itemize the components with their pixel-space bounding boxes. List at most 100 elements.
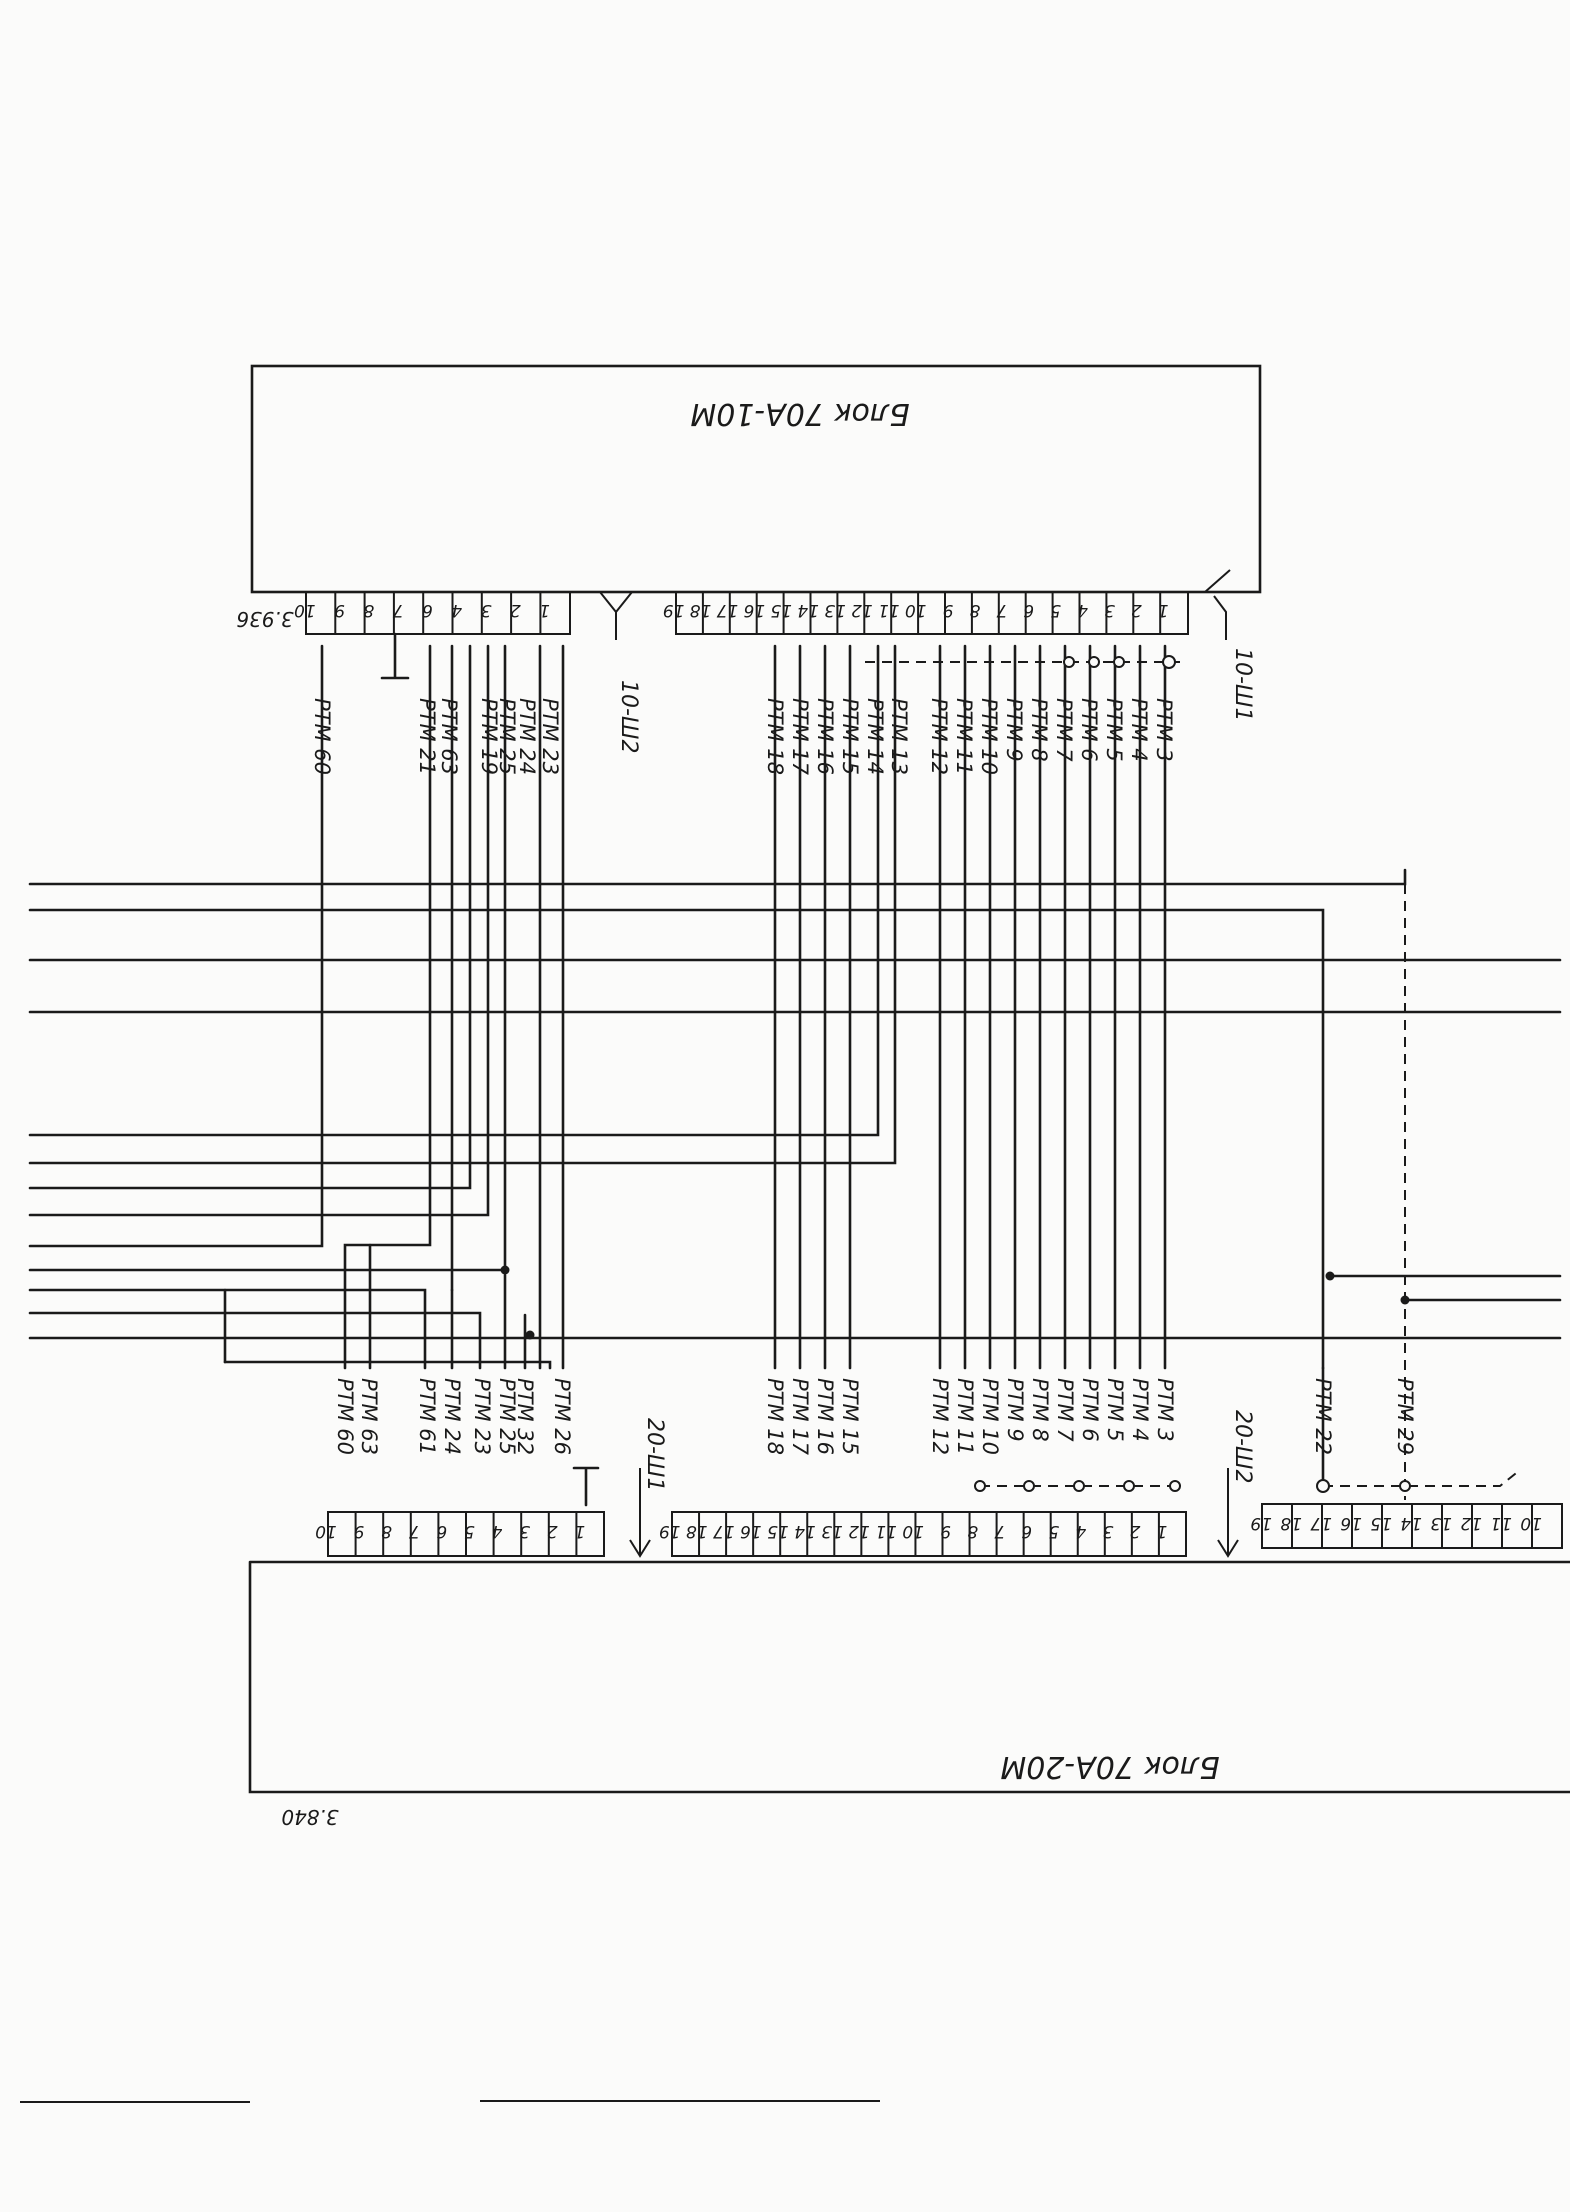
pin-number: 9: [354, 1521, 365, 1541]
pin-number: 18: [1280, 1513, 1302, 1533]
pin-number: 6: [422, 600, 433, 620]
signal-label: РТМ 24: [515, 698, 539, 775]
pin-number: 17: [713, 1521, 735, 1541]
pin-number: 3: [519, 1521, 530, 1541]
pin-number: 4: [451, 600, 462, 620]
pin-number: 2: [1130, 1521, 1141, 1541]
pin-number: 16: [743, 600, 765, 620]
pin-number: 1: [539, 600, 550, 620]
bottom-shield-chain: [974, 1469, 1521, 1493]
pin-number: 10: [905, 600, 927, 620]
signal-label: РТМ 5: [1103, 1378, 1127, 1442]
pin-number: 18: [690, 600, 712, 620]
signal-label: РТМ 9: [1003, 1378, 1027, 1442]
pin-number: 5: [1050, 600, 1061, 620]
pin-number: 7: [994, 1521, 1005, 1541]
top-block-code: 3.936: [236, 607, 293, 631]
pin-number: 2: [547, 1521, 558, 1541]
top-block-title: Блок 70А-10М: [690, 396, 909, 431]
pin-number: 15: [770, 600, 792, 620]
pin-number: 14: [1400, 1513, 1422, 1533]
pin-number: 4: [1075, 1521, 1086, 1541]
connector-10-sh1: [675, 591, 1189, 635]
pin-number: 3: [1102, 1521, 1113, 1541]
connector-label-20-sh1: 20-Ш1: [642, 1418, 667, 1491]
bottom-block-code: 3.840: [281, 1805, 338, 1829]
signal-label: РТМ 11: [953, 1378, 977, 1455]
pin-number: 8: [969, 600, 980, 620]
pin-number: 3: [1104, 600, 1115, 620]
pin-number: 12: [1460, 1513, 1482, 1533]
pin-number: 11: [878, 600, 900, 620]
signal-label: РТМ 21: [415, 698, 439, 775]
pin-number: 13: [821, 1521, 843, 1541]
signal-label: РТМ 63: [437, 698, 461, 775]
pin-number: 18: [686, 1521, 708, 1541]
pin-number: 9: [940, 1521, 951, 1541]
signal-label: РТМ 25: [495, 698, 519, 775]
signal-label: РТМ 61: [415, 1378, 439, 1455]
pin-number: 1: [1158, 600, 1169, 620]
signal-label: РТМ 29: [1393, 1378, 1417, 1455]
pin-number: 7: [996, 600, 1007, 620]
pin-number: 13: [824, 600, 846, 620]
pin-number: 11: [1490, 1513, 1512, 1533]
connector-label-10-sh2: 10-Ш2: [616, 680, 641, 753]
pin-number: 19: [663, 600, 685, 620]
pin-number: 3: [481, 600, 492, 620]
signal-label: РТМ 32: [513, 1378, 537, 1455]
signal-label: РТМ 12: [928, 1378, 952, 1455]
pin-number: 9: [943, 600, 954, 620]
pin-number: 17: [1310, 1513, 1332, 1533]
pin-number: 11: [875, 1521, 897, 1541]
pin-number: 16: [1340, 1513, 1362, 1533]
pin-number: 2: [510, 600, 521, 620]
signal-label: РТМ 10: [978, 1378, 1002, 1455]
pin-number: 19: [659, 1521, 681, 1541]
bottom-block-title: Блок 70А-20М: [1000, 1749, 1219, 1784]
pin-number: 7: [393, 600, 404, 620]
signal-label: РТМ 17: [788, 1378, 812, 1456]
pin-number: 8: [381, 1521, 392, 1541]
signal-label: РТМ 13: [887, 698, 911, 775]
signal-label: РТМ 4: [1128, 1378, 1152, 1442]
signal-label: РТМ 23: [538, 698, 562, 775]
bottom-block: Блок 70А-20М: [248, 1560, 1570, 1794]
signal-label: РТМ 24: [440, 1378, 464, 1455]
signal-label: РТМ 16: [813, 1378, 837, 1455]
pin-number: 1: [574, 1521, 585, 1541]
pin-number: 4: [492, 1521, 503, 1541]
pin-number: 9: [334, 600, 345, 620]
signal-label: РТМ 14: [863, 698, 887, 775]
pin-number: 6: [1021, 1521, 1032, 1541]
pin-number: 5: [464, 1521, 475, 1541]
signal-label: РТМ 18: [763, 1378, 787, 1455]
pin-number: 7: [409, 1521, 420, 1541]
signal-label: РТМ 15: [838, 1378, 862, 1455]
top-block: Блок 70А-10М: [250, 364, 1262, 594]
pin-number: 14: [794, 1521, 816, 1541]
pin-number: 2: [1131, 600, 1142, 620]
signal-label: РТМ 3: [1153, 1378, 1177, 1442]
signal-label: РТМ 6: [1078, 1378, 1102, 1442]
connector-20-sh1-mid-strip: [671, 1511, 1187, 1557]
connector-10-sh2: [305, 591, 571, 635]
pin-number: 19: [1250, 1513, 1272, 1533]
bottom-right-signal-labels: РТМ 22 РТМ 29: [1311, 1378, 1417, 1455]
signal-label: РТМ 7: [1053, 1378, 1077, 1442]
pin-number: 12: [848, 1521, 870, 1541]
signal-label: РТМ 22: [1311, 1378, 1335, 1455]
pin-number: 15: [767, 1521, 789, 1541]
top-shield-chain: [865, 655, 1180, 669]
pin-number: 8: [967, 1521, 978, 1541]
wire-bundle: [28, 644, 1562, 1500]
